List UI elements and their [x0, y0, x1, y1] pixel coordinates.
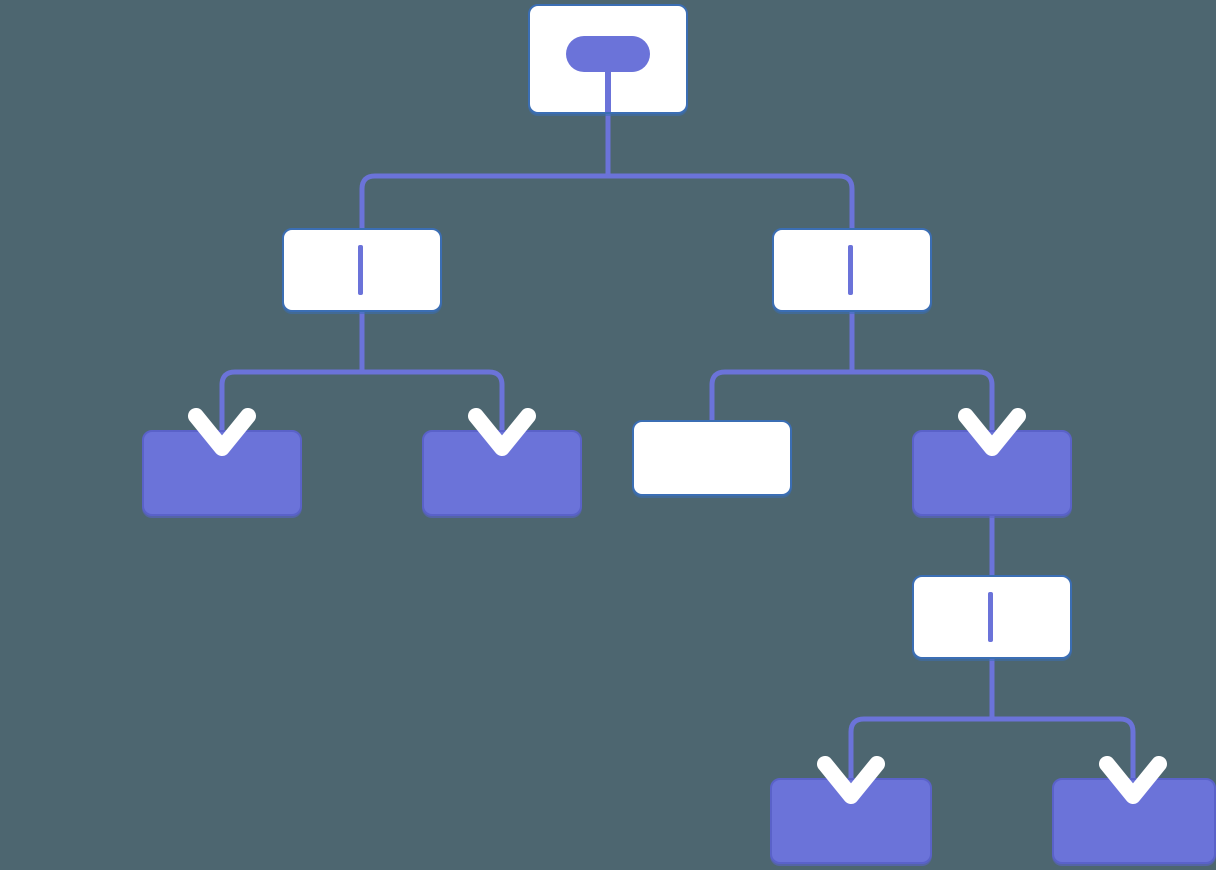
node-inner-bar	[988, 592, 993, 642]
root-node-pill	[566, 36, 650, 72]
edge-n1-to-n2	[359, 104, 611, 228]
diagram-node-n2[interactable]	[282, 228, 442, 312]
edge-n2-to-n5	[359, 312, 505, 444]
diagram-node-n1[interactable]	[528, 4, 688, 114]
edge-n3-to-n6	[709, 312, 855, 420]
root-node-stem	[605, 70, 611, 112]
edge-n8-to-n10	[989, 659, 1136, 792]
edge-n3-to-n7	[849, 312, 995, 444]
diagram-node-n4[interactable]	[142, 430, 302, 516]
diagram-node-n9[interactable]	[770, 778, 932, 864]
diagram-node-n8[interactable]	[912, 575, 1072, 659]
diagram-node-n5[interactable]	[422, 430, 582, 516]
edge-n8-to-n9	[848, 659, 995, 792]
edge-n2-to-n4	[219, 312, 365, 444]
edge-n1-to-n3	[605, 104, 855, 228]
node-inner-bar	[358, 245, 363, 295]
diagram-node-n6[interactable]	[632, 420, 792, 496]
diagram-node-n7[interactable]	[912, 430, 1072, 516]
node-inner-bar	[848, 245, 853, 295]
diagram-node-n3[interactable]	[772, 228, 932, 312]
diagram-node-n10[interactable]	[1052, 778, 1216, 864]
